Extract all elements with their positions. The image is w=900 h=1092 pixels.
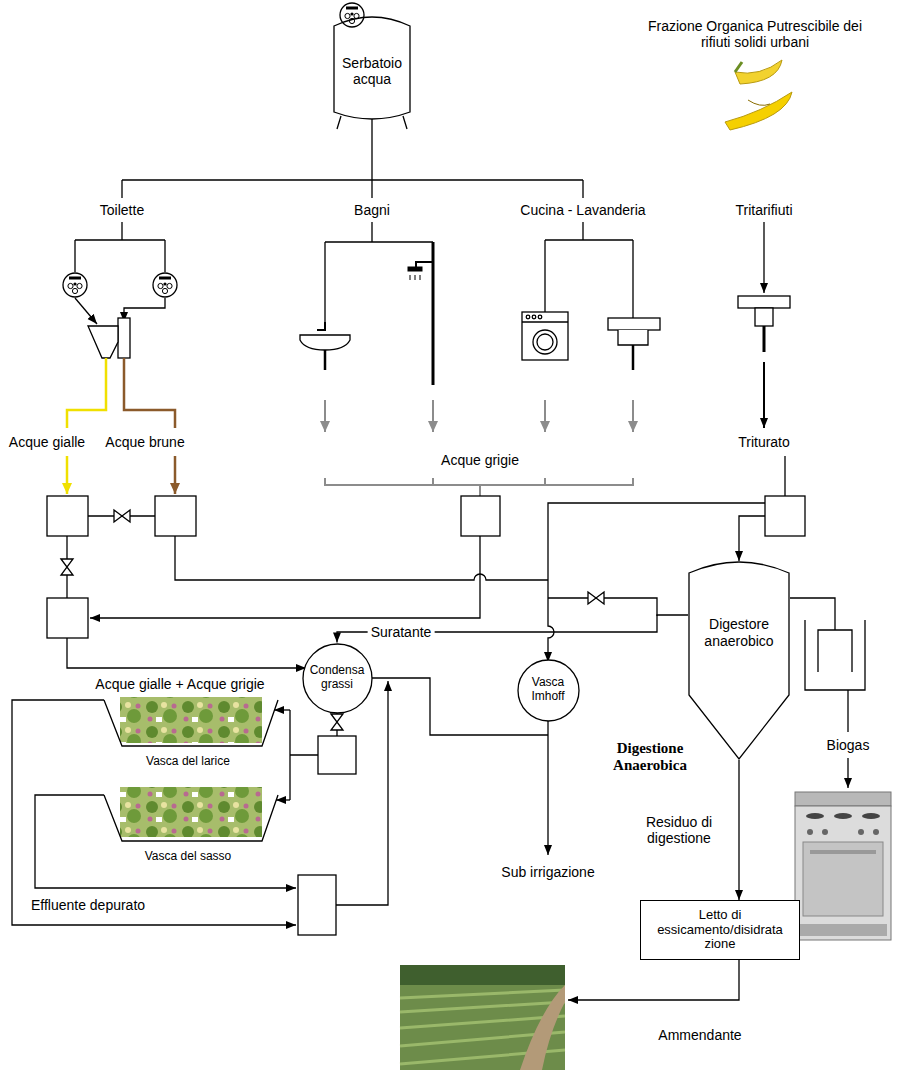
flow-label: Acque gialle + Acque grigie (95, 676, 264, 692)
washbasin-symbol (300, 322, 350, 370)
flow-label: Vasca del larice (146, 755, 230, 769)
flow-label: Triturato (738, 434, 790, 450)
drain-pipe (12, 222, 848, 1000)
supply-pipe (75, 119, 633, 385)
yellow-arrow (66, 456, 69, 494)
water-meter (63, 3, 364, 297)
yellow-water-pipe (67, 358, 106, 428)
washing-machine-symbol (522, 312, 568, 360)
flow-label: Effluente depurato (31, 897, 145, 913)
section-title: Digestione Anaerobica (595, 740, 705, 775)
connector-line (337, 615, 688, 643)
brown-arrow (174, 456, 177, 494)
flow-label: Bagni (354, 202, 390, 218)
connector-line (738, 760, 739, 900)
arrowhead (735, 890, 743, 900)
manhole-box (47, 496, 805, 935)
grease-trap-circle: Condensa grassi (302, 643, 373, 714)
grey-water-arrows (325, 400, 633, 496)
arrowhead (333, 633, 341, 643)
stone-basin (104, 787, 278, 841)
node-text: Serbatoio acqua (333, 55, 411, 87)
digester-shape (689, 562, 789, 759)
node-text: Digestore anaerobico (688, 616, 790, 648)
connector (333, 615, 688, 643)
drying-bed-box: Letto di essicamento/disidrata zione (640, 900, 800, 960)
flow-label: Acque brune (105, 434, 184, 450)
connector (735, 760, 743, 900)
digester-outline (688, 555, 790, 760)
node-text: Letto di essicamento/disidrata zione (645, 908, 795, 953)
imhoff-tank-circle: Vasca Imhoff (517, 659, 580, 722)
edge-label: Suratante (368, 624, 435, 640)
kitchen-sink-symbol (608, 318, 660, 370)
circle-shape (518, 660, 579, 721)
flow-label: Acque gialle (9, 434, 85, 450)
circle-shape (303, 644, 372, 713)
flow-label: Frazione Organica Putrescibile dei rifiu… (643, 18, 868, 50)
shower-symbol (408, 262, 433, 280)
brown-water-pipe (124, 358, 175, 428)
gas-stove-picture (795, 792, 891, 940)
waste-grinder-symbol (738, 296, 790, 352)
node-text: Condensa grassi (302, 664, 373, 692)
gas-holder (805, 620, 865, 690)
flow-label: Vasca del sasso (145, 850, 232, 864)
flow-label: Toilette (100, 202, 144, 218)
field-picture (400, 965, 565, 1070)
flow-label: Biogas (827, 737, 870, 753)
digester-vessel: Digestore anaerobico (688, 555, 790, 760)
flow-label: Tritarifiuti (735, 202, 792, 218)
larch-basin (104, 697, 278, 746)
toilet-symbol (88, 318, 130, 358)
flow-label: Ammendante (658, 1027, 741, 1043)
flow-label: Cucina - Lavanderia (520, 202, 645, 218)
flow-label: Sub irrigazione (501, 864, 594, 880)
banana-peel-picture (725, 60, 792, 130)
edge-label: Residuo di digestione (629, 814, 729, 846)
node-text: Vasca Imhoff (517, 676, 580, 704)
flow-label: Acque grigie (441, 452, 519, 468)
tank-shape (334, 17, 410, 119)
tank-legs (337, 116, 407, 129)
water-tank: Serbatoio acqua (333, 12, 411, 130)
